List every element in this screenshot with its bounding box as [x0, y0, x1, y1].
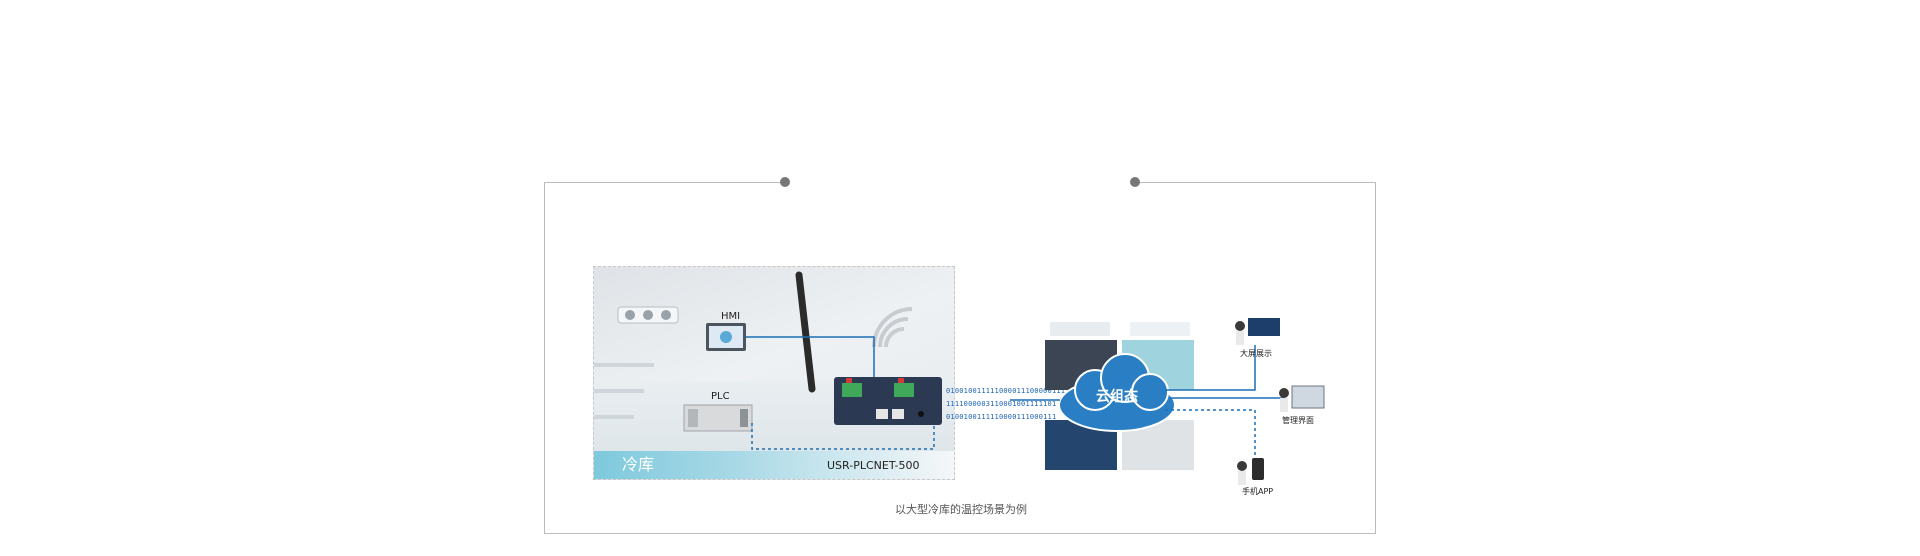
gateway-device-icon [834, 377, 942, 425]
frame-top-left-edge [544, 182, 784, 183]
diagram-caption: 以大型冷库的温控场景为例 [895, 503, 1027, 516]
scene-title-strip: 冷库 [594, 451, 954, 479]
wifi-signal-icon [872, 307, 913, 348]
scene-shelf [594, 389, 644, 393]
scene-title: 冷库 [622, 455, 655, 474]
scene-shelf [594, 415, 634, 419]
endpoint-label-management: 管理界面 [1282, 416, 1314, 425]
antenna-icon [795, 271, 816, 393]
ceiling-fan-icon [617, 306, 679, 324]
hmi-label: HMI [721, 311, 741, 322]
binary-stream-line: 0100100111110000111000001111 [946, 387, 1070, 395]
frame-dot-right [1130, 177, 1140, 187]
scene-shelf [594, 363, 654, 367]
scene-graphics [617, 271, 942, 450]
cloud-label: 云组态 [1096, 389, 1138, 405]
hmi-panel-icon [706, 323, 746, 351]
frame-dot-left [780, 177, 790, 187]
plc-device-icon [683, 404, 753, 432]
hmi-link-line [746, 336, 875, 377]
diagram-frame [544, 182, 1376, 534]
plc-link-line [751, 423, 935, 450]
binary-stream-line: 1111000003110001001111101 [946, 400, 1057, 408]
endpoint-label-bigscreen: 大屏展示 [1240, 349, 1272, 358]
binary-stream-line: 0100100111110000111000111 [946, 413, 1057, 421]
plc-label: PLC [711, 391, 730, 402]
cold-storage-scene: HMI PLC 冷库 USR-PLCNET-500 [593, 266, 955, 480]
endpoint-label-app: 手机APP [1242, 487, 1274, 496]
frame-top-right-edge [1135, 182, 1375, 183]
device-model-label: USR-PLCNET-500 [827, 459, 920, 472]
